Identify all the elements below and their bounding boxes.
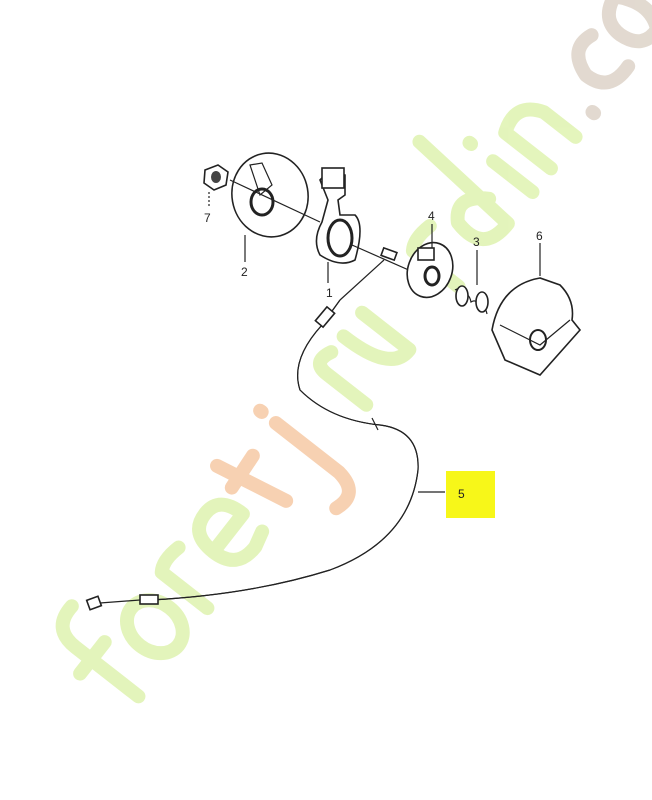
label-5: 5 — [458, 487, 465, 501]
part-5-throttle-cable[interactable] — [85, 299, 445, 611]
watermark-accent — [210, 403, 356, 516]
label-6: 6 — [536, 229, 543, 243]
part-7-nut[interactable] — [203, 164, 229, 208]
label-2: 2 — [241, 265, 248, 279]
part-1-throttle-lever[interactable] — [315, 167, 361, 283]
part-4-pulley[interactable] — [400, 224, 460, 304]
watermark-domain — [571, 0, 652, 121]
part-2-plate[interactable] — [225, 147, 314, 262]
part-3-spring[interactable] — [454, 250, 489, 315]
label-1: 1 — [326, 286, 333, 300]
watermark-logo — [55, 0, 652, 704]
highlight-box — [446, 471, 495, 518]
label-7: 7 — [204, 211, 211, 225]
cable-end-pin — [339, 246, 398, 301]
watermark-lettering — [55, 102, 583, 704]
label-3: 3 — [473, 235, 480, 249]
label-4: 4 — [428, 209, 435, 223]
part-6-housing[interactable] — [491, 243, 582, 376]
